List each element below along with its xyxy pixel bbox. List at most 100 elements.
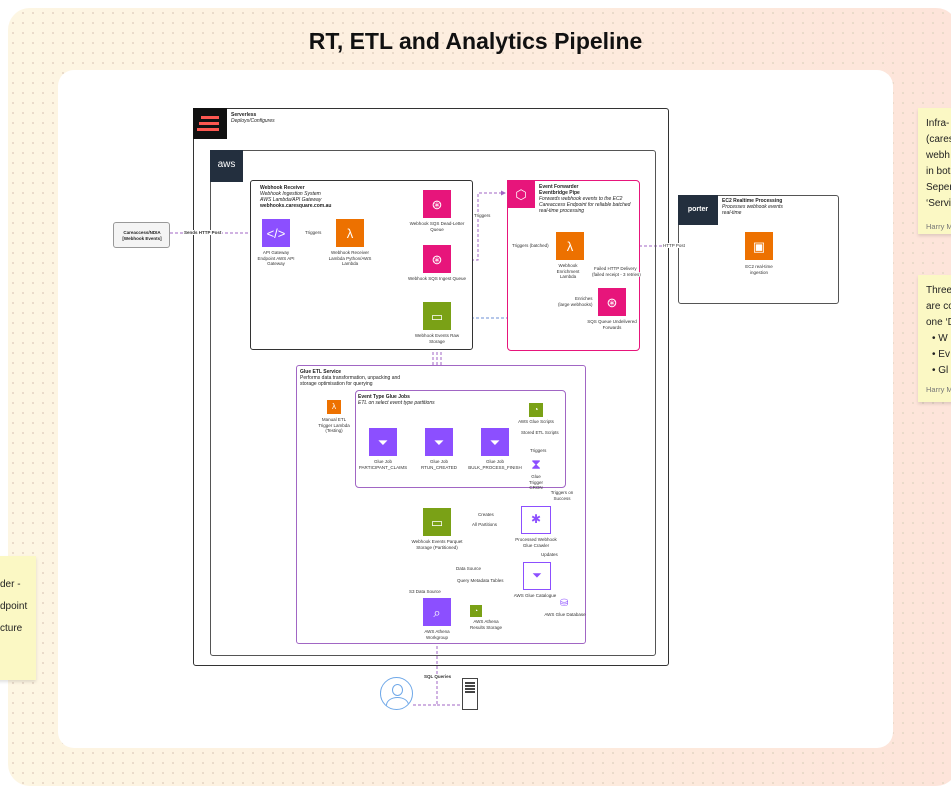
glue-job-label: Glue Job PARTICIPANT_CLAIMS <box>358 459 408 470</box>
glue-jobs-title: Event Type Glue Jobs <box>358 394 410 400</box>
forwarder-title: Event Forwarder <box>539 184 579 190</box>
serverless-subtitle: Deploys/Configures <box>231 118 275 124</box>
athena-label: AWS Athena Workgroup <box>424 629 450 640</box>
sticky-line: in bot <box>926 166 951 177</box>
database-icon[interactable]: ⛁ <box>560 598 569 609</box>
careaccess-source[interactable]: Careaccess/NDIA [Webhook Events] <box>113 222 170 248</box>
sticky-line: are co <box>926 301 951 312</box>
sends-http-label: Sends HTTP Post <box>183 230 223 235</box>
s3-data-source-label: S3 Data Source <box>408 589 442 594</box>
sticky-line: Three <box>926 285 951 296</box>
failed-retries-label: (failed receipt - 3 retries) <box>591 272 642 277</box>
serverless-boundary <box>193 108 669 666</box>
receiver-tech: AWS Lambda/API Gateway <box>260 197 322 203</box>
sticky-note[interactable]: Infra- (cares webh in bot Seper ‘Servi H… <box>918 108 951 234</box>
hourglass-trigger-icon[interactable]: ⧗ <box>531 456 541 472</box>
sticky-line: Seper <box>926 182 951 193</box>
glue-crawler-icon[interactable]: ✱ <box>521 506 551 534</box>
user-icon[interactable] <box>380 677 413 710</box>
porter-badge: porter <box>678 195 718 225</box>
sticky-note[interactable]: Three are co one ‘D • W • Ev • Gl Harry … <box>918 275 951 402</box>
sticky-line: Infra- <box>926 118 950 129</box>
glue-jobs-box <box>355 390 566 488</box>
receiver-desc: Webhook Ingestion System <box>260 191 321 197</box>
ingest-label: Webhook SQS Ingest Queue <box>408 276 466 281</box>
receiver-title: Webhook Receiver <box>260 185 305 191</box>
stored-scripts-label: Stored ETL Scripts <box>520 430 560 435</box>
aws-boundary <box>210 150 656 656</box>
sticky-line: der - <box>0 579 21 590</box>
sqs-icon[interactable]: ⊛ <box>423 190 451 218</box>
parquet-storage-label: Webhook Events Parquet Storage (Partitio… <box>411 539 463 550</box>
sticky-line: one ‘D <box>926 317 951 328</box>
http-post-label: HTTP Post <box>662 243 686 248</box>
s3-bucket-icon[interactable]: ▭ <box>423 508 451 536</box>
lambda-icon[interactable]: λ <box>327 400 341 414</box>
sqs-icon[interactable]: ⊛ <box>423 245 451 273</box>
ec2-chip-icon[interactable]: ▣ <box>745 232 773 260</box>
serverless-title: Serverless <box>231 112 257 118</box>
receiver-domain: webhooks.caresquare.com.au <box>260 203 332 209</box>
triggers-label: Triggers <box>473 213 492 218</box>
sqs-icon[interactable]: ⊛ <box>598 288 626 316</box>
sticky-bullet: W <box>938 333 948 344</box>
sticky-line: dpoint <box>0 601 28 612</box>
sticky-line: ‘Servi <box>926 198 951 209</box>
lambda-icon[interactable]: λ <box>336 219 364 247</box>
sql-queries-label: SQL Queries <box>423 674 453 679</box>
ec2-label: EC2 real-time ingestion <box>745 264 773 275</box>
undelivered-label: SQS Queue Undelivered Forwards <box>587 319 637 330</box>
s3-bucket-icon[interactable]: ◔ <box>529 403 543 417</box>
glue-job-label: Glue Job BULK_PROCESS_FINISH <box>468 459 522 470</box>
data-source-label: Data Source <box>455 566 483 571</box>
careaccess-label: Careaccess/NDIA [Webhook Events] <box>122 230 162 241</box>
server-icon[interactable] <box>462 678 478 710</box>
sticky-line: (cares <box>926 134 951 145</box>
query-metadata-label: Query Metadata Tables <box>456 578 505 583</box>
forwarder-desc: Forwards webhook events to the EC2 Carea… <box>539 196 631 214</box>
sticky-bullet: Ev <box>938 349 950 360</box>
glue-catalogue-icon[interactable]: ⏷ <box>523 562 551 590</box>
glue-job-icon[interactable]: ⏷ <box>425 428 453 456</box>
athena-icon[interactable]: ⌕ <box>423 598 451 626</box>
catalogue-label: AWS Glue Catalogue <box>513 593 557 598</box>
api-gateway-label: API Gateway Endpoint AWS API Gateway <box>257 250 295 266</box>
creates-label: Creates <box>477 512 495 517</box>
triggers-label: Triggers <box>529 448 548 453</box>
ec2-desc: Processes webhook events real-time <box>722 204 783 216</box>
sticky-author: Harry M <box>926 222 951 231</box>
sticky-line: webh <box>926 150 950 161</box>
api-gateway-icon[interactable]: </> <box>262 219 290 247</box>
glue-etl-desc: Performs data transformation, unpacking … <box>300 375 401 387</box>
sticky-author: Harry M <box>926 385 951 394</box>
s3-bucket-icon[interactable]: ▭ <box>423 302 451 330</box>
dlq-label: Webhook SQS Dead-Letter Queue <box>409 221 465 232</box>
glue-scripts-label: AWS Glue Scripts <box>518 419 554 424</box>
glue-etl-title: Glue ETL Service <box>300 369 342 375</box>
receiver-lambda-label: Webhook Receiver Lambda Python/AWS Lambd… <box>328 250 372 266</box>
lambda-icon[interactable]: λ <box>556 232 584 260</box>
s3-bucket-icon[interactable]: ◔ <box>470 605 482 617</box>
sticky-line: cture <box>0 623 23 634</box>
glue-jobs-desc: ETL on select event type partitions <box>358 400 435 406</box>
glue-job-label: Glue Job RTUN_CREATED <box>420 459 458 470</box>
event-forwarder-box <box>507 180 640 351</box>
on-success-label: Triggers on Success <box>546 490 578 501</box>
glue-database-label: AWS Glue Database <box>544 612 586 617</box>
raw-storage-label: Webhook Events Raw Storage <box>414 333 460 344</box>
aws-logo: aws <box>210 150 243 182</box>
ec2-title: EC2 Realtime Processing <box>722 198 783 204</box>
crawler-label: Processed Webhook Glue Crawler <box>515 537 557 548</box>
sticky-bullet: Gl <box>938 365 949 376</box>
sticky-note[interactable]: der - dpoint cture <box>0 556 36 680</box>
triggers-batched-label: Triggers (batched) <box>511 243 550 248</box>
manual-trigger-label: Manual ETL Trigger Lambda (Testing) <box>318 417 350 433</box>
enriches-detail-label: (large webhooks) <box>557 302 594 307</box>
updates-label: Updates <box>540 552 559 557</box>
glue-job-icon[interactable]: ⏷ <box>369 428 397 456</box>
glue-job-icon[interactable]: ⏷ <box>481 428 509 456</box>
eventbridge-icon[interactable]: ⬡ <box>507 180 535 208</box>
all-partitions-label: All Partitions <box>471 522 499 527</box>
forwarder-subtitle: Eventbridge Pipe <box>539 190 580 196</box>
enriches-label: Enriches <box>574 296 594 301</box>
